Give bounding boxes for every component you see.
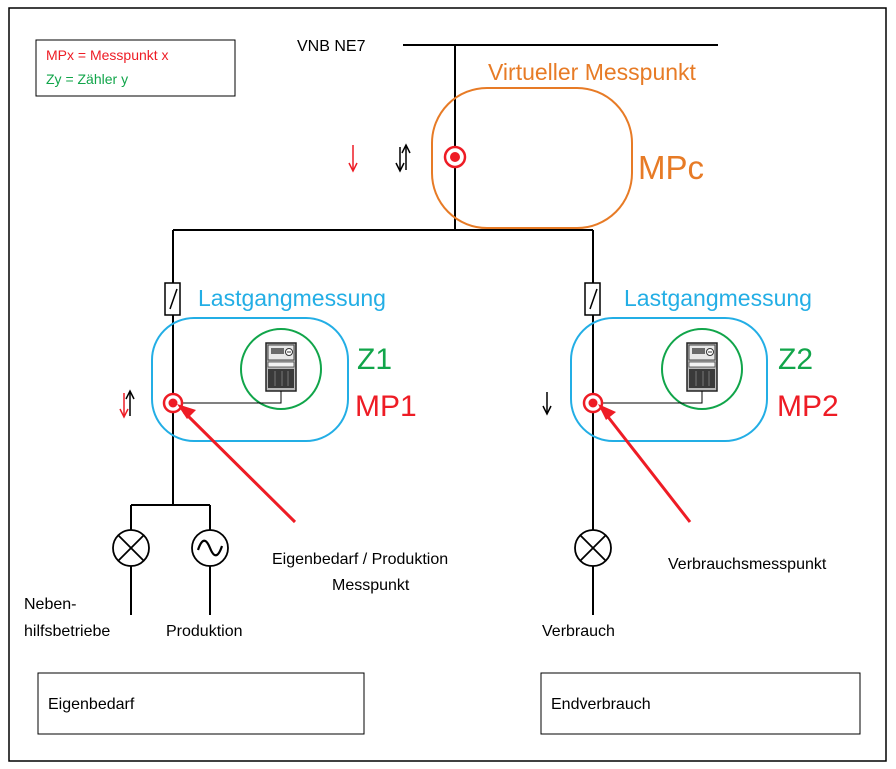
right-breaker-icon xyxy=(584,282,601,316)
grid-label: VNB NE7 xyxy=(297,38,366,55)
own-consumption-box xyxy=(37,672,365,735)
right-point-label: MP2 xyxy=(777,390,839,423)
consumer-load-lamp-icon xyxy=(574,529,612,567)
right-meter-icon xyxy=(686,342,718,392)
mp1-bidirectional-arrow-icon xyxy=(119,389,135,419)
right-meter-connection xyxy=(599,391,703,404)
mp1-annotation-line1: Eigenbedarf / Produktion xyxy=(272,551,448,568)
legend-box xyxy=(35,39,236,97)
mpc-bidirectional-arrow-icon xyxy=(395,143,411,173)
right-meter-circle xyxy=(661,328,743,410)
end-consumption-label: Endverbrauch xyxy=(551,696,651,713)
legend-z-text: Zy = Zähler y xyxy=(46,71,128,87)
generator-icon xyxy=(191,529,229,567)
legend: MPx = Messpunkt x Zy = Zähler y xyxy=(35,39,236,97)
virtual-point-id: MPc xyxy=(638,149,704,186)
left-meter-circle xyxy=(240,328,322,410)
left-group-label: Lastgangmessung xyxy=(198,285,386,311)
auxiliary-load-label-1: Neben- xyxy=(24,596,76,613)
generator-label: Produktion xyxy=(166,623,243,640)
left-point-label: MP1 xyxy=(355,390,417,423)
consumer-load-label: Verbrauch xyxy=(542,623,615,640)
left-meter-label: Z1 xyxy=(357,343,392,376)
end-consumption-box xyxy=(540,672,861,735)
auxiliary-load-lamp-icon xyxy=(112,529,150,567)
left-meter-icon xyxy=(265,342,297,392)
auxiliary-load-label-2: hilfsbetriebe xyxy=(24,623,110,640)
right-measurement-outline xyxy=(570,317,768,442)
virtual-point-title: Virtueller Messpunkt xyxy=(488,59,697,85)
left-measurement-outline xyxy=(151,317,349,442)
own-consumption-label: Eigenbedarf xyxy=(48,696,135,713)
right-group-label: Lastgangmessung xyxy=(624,285,812,311)
mp1-pointer-arrow xyxy=(177,404,297,524)
mp2-point-marker xyxy=(582,392,604,414)
mp2-annotation: Verbrauchsmesspunkt xyxy=(668,556,827,573)
mp2-arrow-down-icon xyxy=(542,392,552,416)
mp1-point-marker xyxy=(162,392,184,414)
mpc-point-marker xyxy=(443,145,467,169)
outer-frame xyxy=(8,7,887,762)
left-meter-connection xyxy=(179,391,282,404)
virtual-point-outline xyxy=(431,87,633,229)
mp2-pointer-arrow xyxy=(598,404,692,523)
right-meter-label: Z2 xyxy=(778,343,813,376)
legend-mp-text: MPx = Messpunkt x xyxy=(46,47,169,63)
left-breaker-icon xyxy=(164,282,181,316)
mpc-red-arrow-down-icon xyxy=(348,145,358,173)
mp1-annotation-line2: Messpunkt xyxy=(332,577,410,594)
